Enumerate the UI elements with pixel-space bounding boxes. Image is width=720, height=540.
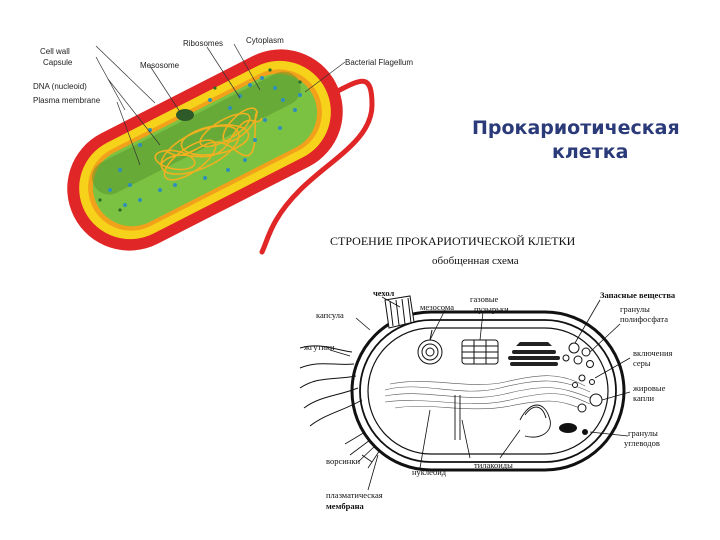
schematic-pili [344, 431, 381, 469]
title-line-2: клетка [552, 141, 628, 163]
label-zhirovye: жировые [632, 383, 666, 393]
mesosome [176, 109, 194, 121]
label-cell-wall: Cell wall [40, 47, 70, 56]
schematic-thylakoids-lower [454, 395, 551, 440]
label-dna: DNA (nucleoid) [33, 82, 87, 91]
cytoplasm-shade [92, 71, 301, 195]
schematic-flagella [299, 345, 363, 427]
label-flagellum: Bacterial Flagellum [345, 58, 413, 67]
label-kapli: капли [633, 393, 654, 403]
label-mesosome: Mesosome [140, 61, 180, 70]
label-kapsula: капсула [316, 310, 344, 320]
label-granuly-uglevodov-1: гранулы [628, 428, 658, 438]
dna-nucleoid [154, 107, 263, 181]
label-sery: серы [633, 358, 651, 368]
label-nukleoid: нуклеоид [412, 467, 447, 477]
bacterium-schematic-diagram: СТРОЕНИЕ ПРОКАРИОТИЧЕСКОЙ КЛЕТКИ обобщен… [299, 234, 676, 511]
slide-title: Прокариотическая клетка [472, 117, 680, 163]
schematic-thylakoids-stack [508, 342, 560, 366]
label-plazm-2: мембрана [326, 501, 364, 511]
schematic-heading: СТРОЕНИЕ ПРОКАРИОТИЧЕСКОЙ КЛЕТКИ [330, 234, 576, 248]
label-zhgutiki: жгутики [303, 342, 335, 352]
schematic-carbohydrate [559, 423, 588, 435]
bacterial-flagellum [259, 78, 375, 255]
label-plasma-membrane: Plasma membrane [33, 96, 101, 105]
schematic-sulfur [572, 374, 595, 388]
label-chekhol: чехол [373, 288, 394, 298]
label-mezosoma: мезосома [420, 302, 454, 312]
schematic-gas-vesicles [461, 339, 499, 365]
label-capsule: Capsule [43, 58, 73, 67]
label-cytoplasm: Cytoplasm [246, 36, 284, 45]
bacterium-color-diagram: Cell wall Capsule DNA (nucleoid) Plasma … [33, 36, 413, 255]
label-tilakoidy: тилакоиды [474, 460, 513, 470]
label-granuly-polifosfata-1: гранулы [620, 304, 650, 314]
label-plazm-1: плазматическая [326, 490, 383, 500]
label-vklyucheniya: включения [633, 348, 673, 358]
ribosomes [108, 76, 302, 207]
label-granuly-polifosfata-2: полифосфата [620, 314, 668, 324]
schematic-sheath [384, 295, 415, 329]
label-puzyrki: пузырьки [474, 304, 509, 314]
schematic-polyphosphate [562, 342, 594, 368]
schematic-nucleoid [384, 375, 591, 411]
cytoplasm-area [92, 73, 318, 227]
label-zapasnye: Запасные вещества [600, 290, 676, 300]
title-line-1: Прокариотическая [472, 117, 680, 139]
schematic-subheading: обобщенная схема [432, 255, 519, 267]
label-vorsinki: ворсинки [326, 456, 360, 466]
schematic-lipid-droplets [577, 393, 603, 413]
label-ribosomes: Ribosomes [183, 39, 223, 48]
label-granuly-uglevodov-2: углеводов [624, 438, 660, 448]
label-gazovye: газовые [470, 294, 499, 304]
